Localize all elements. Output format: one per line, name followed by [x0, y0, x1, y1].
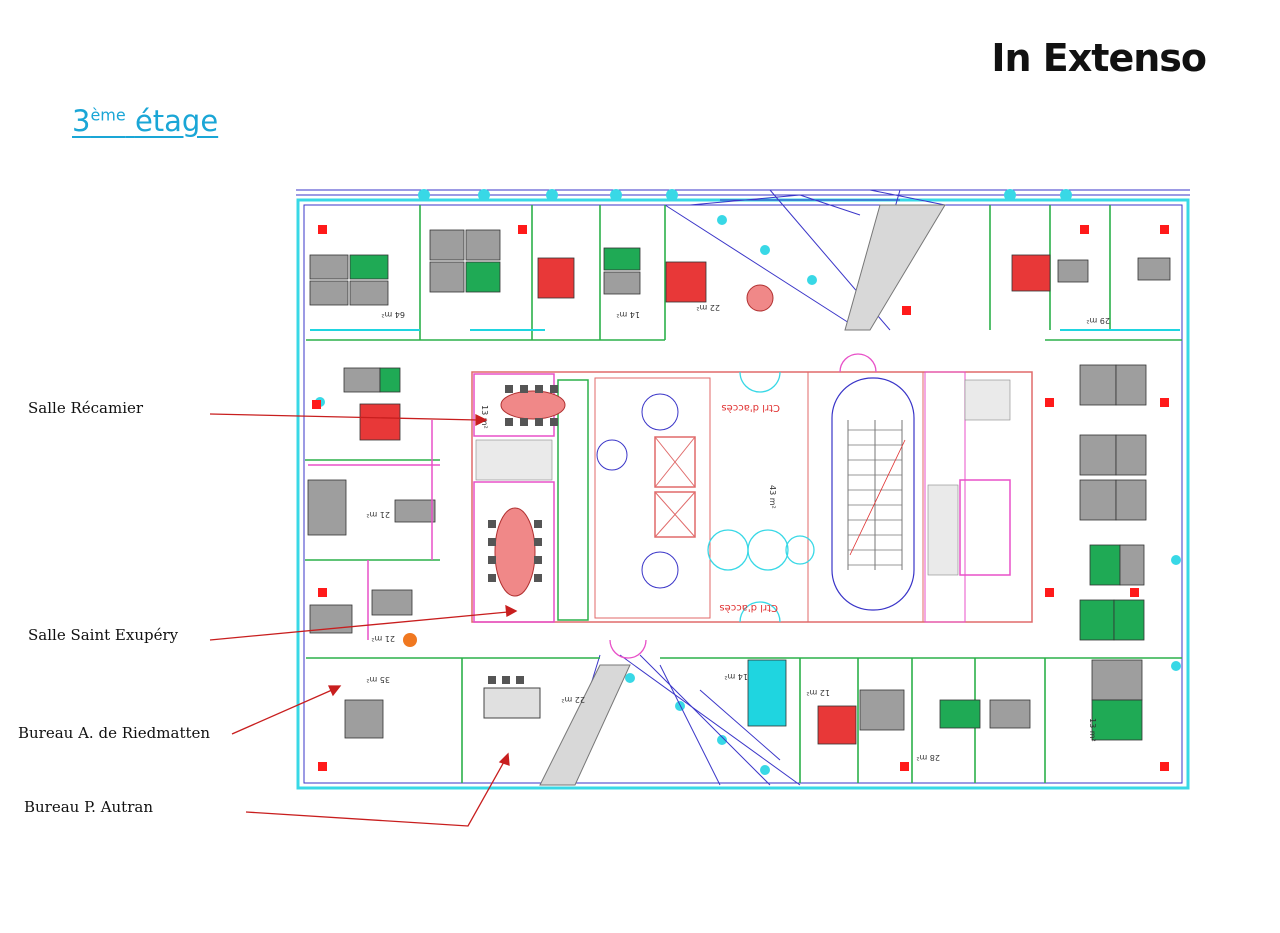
- staircase-bottom-diagonal: [539, 664, 631, 786]
- label-bureau-autran: Bureau P. Autran: [24, 798, 153, 816]
- area-22: 22 m²: [696, 303, 720, 312]
- orange-marker: [403, 633, 417, 647]
- floor-word: étage: [134, 104, 219, 138]
- floor-suffix: ème: [90, 105, 126, 125]
- staircase-core: [848, 429, 906, 566]
- floor-title: 3ème étage: [72, 104, 218, 138]
- area-29: 29 m²: [1086, 316, 1110, 325]
- lobby-doors: [609, 353, 877, 659]
- area-21: 21 m²: [366, 510, 390, 519]
- area-13b: 13 m²: [1088, 718, 1097, 742]
- area-14b: 14 m²: [724, 672, 748, 681]
- area-21b: 21 m²: [371, 634, 395, 643]
- area-64: 64 m²: [381, 310, 405, 319]
- area-14: 14 m²: [616, 310, 640, 319]
- pointer-arrows: [209, 413, 518, 827]
- area-43: 43 m²: [768, 485, 777, 509]
- access-control-bottom: Ctrl d'accès: [719, 602, 778, 614]
- brand-logo: In Extenso: [991, 36, 1207, 80]
- label-bureau-riedmatten: Bureau A. de Riedmatten: [18, 724, 211, 742]
- access-control-top: Ctrl d'accès: [721, 402, 780, 414]
- chairs: [488, 385, 558, 684]
- partitions: [308, 420, 440, 640]
- area-22b: 22 m²: [561, 695, 585, 704]
- area-35: 35 m²: [366, 675, 390, 684]
- interior-walls: [305, 205, 1182, 783]
- area-28: 28 m²: [916, 753, 940, 762]
- recamier-area: 13 m²: [480, 405, 489, 429]
- desks: [307, 229, 1171, 745]
- floor-number: 3: [72, 104, 91, 138]
- area-12: 12 m²: [806, 688, 830, 697]
- staircase-top-diagonal: [844, 204, 946, 331]
- hatched-areas: [475, 379, 1011, 576]
- label-salle-recamier: Salle Récamier: [28, 399, 144, 417]
- label-salle-saint-exupery: Salle Saint Exupéry: [28, 626, 179, 644]
- meeting-tables: [483, 284, 774, 719]
- red-markers: [312, 225, 1169, 771]
- central-core: [471, 371, 1033, 623]
